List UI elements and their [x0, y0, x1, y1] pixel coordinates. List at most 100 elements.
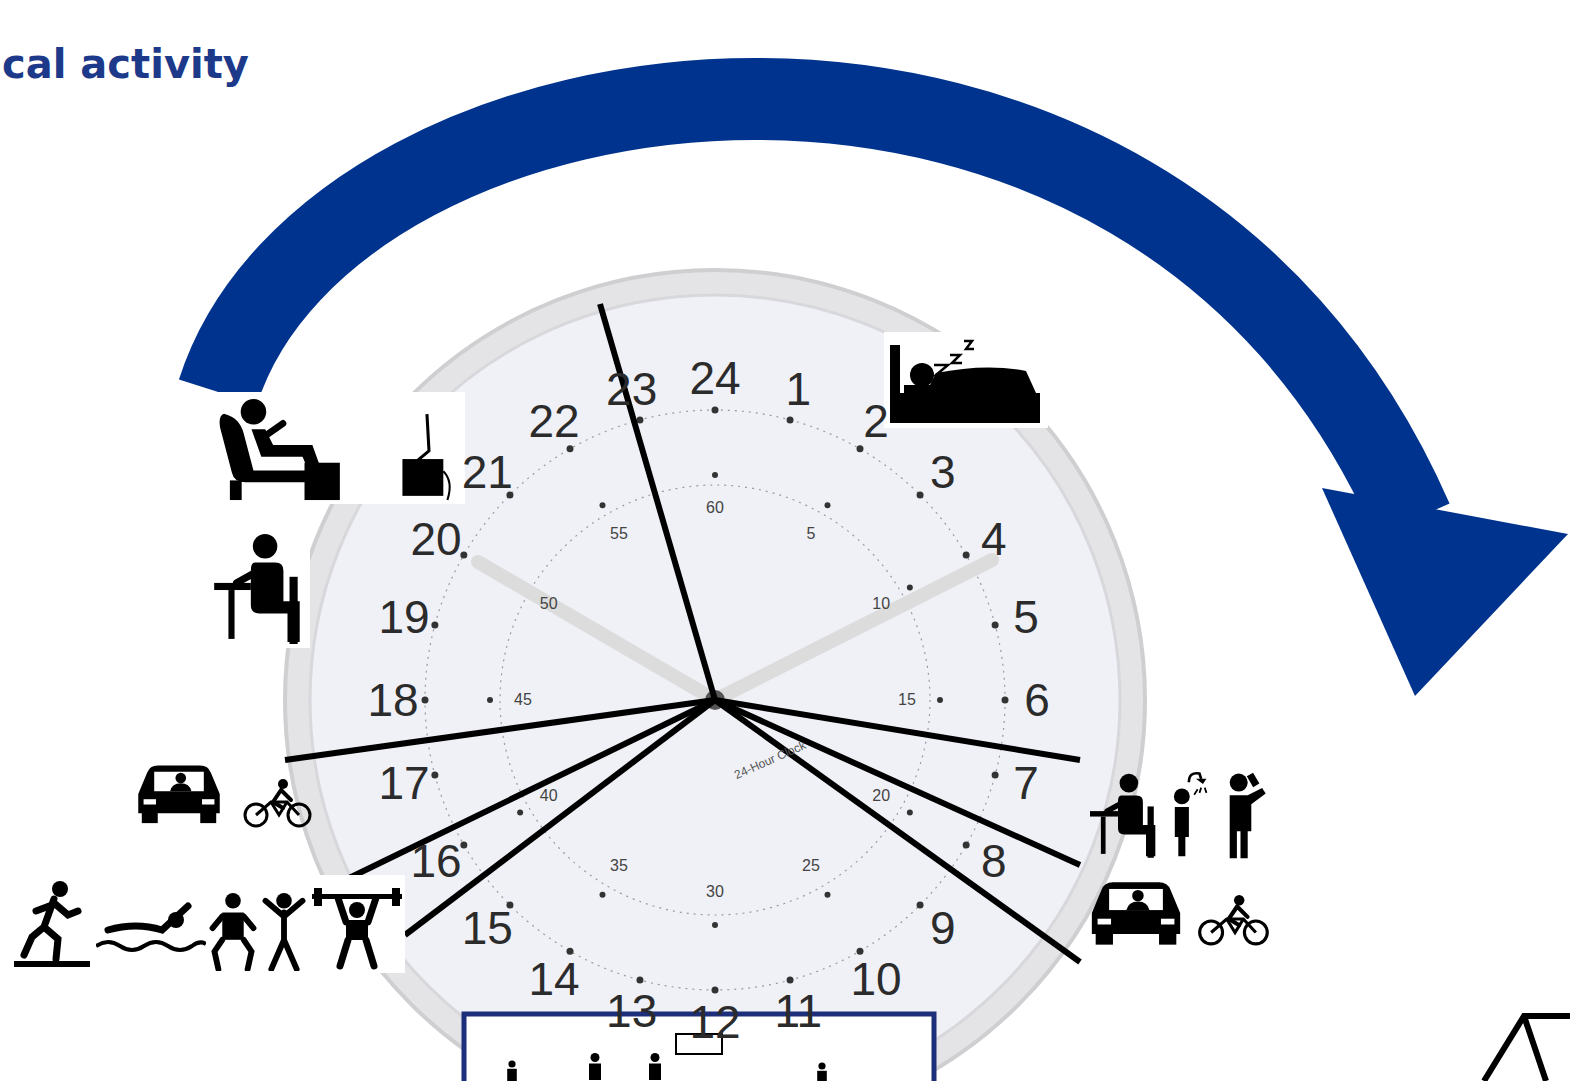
hour-dot: [431, 772, 438, 779]
box-icon: [507, 1060, 517, 1081]
hour-dot: [787, 977, 794, 984]
minute-number: 35: [610, 858, 628, 874]
icon-backdrop: [884, 332, 1048, 428]
hour-number: 1: [786, 366, 812, 412]
hour-number: 5: [1013, 594, 1039, 640]
box-icon: [817, 1062, 827, 1081]
minute-dot: [600, 502, 606, 508]
bike-icon: [1200, 895, 1268, 944]
hour-number: 11: [774, 988, 822, 1034]
minute-number: 5: [807, 526, 816, 542]
clock-rim: [285, 270, 1145, 1081]
hour-number: 21: [462, 449, 513, 495]
sleep-icon: [886, 335, 1046, 425]
hour-dot: [422, 697, 429, 704]
icon-backdrop: [10, 875, 405, 973]
minute-number: 30: [706, 884, 724, 900]
hour-dot: [712, 407, 719, 414]
hour-dot: [992, 772, 999, 779]
hour-number: 7: [1013, 760, 1039, 806]
running-icon: [14, 881, 90, 967]
minute-dot: [487, 697, 493, 703]
minute-number: 20: [872, 788, 890, 804]
hour-number: 9: [930, 905, 956, 951]
hour-number: 18: [367, 677, 418, 723]
icon-backdrop: [210, 528, 310, 648]
hour-dot: [963, 842, 970, 849]
cycle-arrow-head: [1322, 488, 1568, 696]
hour-dot: [636, 416, 643, 423]
hour-dot: [992, 621, 999, 628]
hour-number: 16: [411, 838, 462, 884]
bike-icon: [245, 779, 310, 826]
weightlifting-icon: [312, 888, 402, 966]
hour-number: 15: [462, 905, 513, 951]
minute-number: 55: [610, 526, 628, 542]
minute-dot: [712, 472, 718, 478]
minute-dot: [825, 892, 831, 898]
hour-dot: [567, 445, 574, 452]
hour-number: 8: [981, 838, 1007, 884]
minute-dot: [825, 502, 831, 508]
hour-dot: [787, 416, 794, 423]
swimming-icon: [96, 906, 206, 950]
slide-title: cal activity: [2, 44, 249, 84]
minute-number: 50: [540, 596, 558, 612]
hour-dot: [857, 948, 864, 955]
sector-line: [715, 700, 1080, 865]
car-icon: [138, 766, 219, 824]
minute-dot: [937, 697, 943, 703]
jumping-icon: [265, 893, 302, 969]
hour-dot: [857, 445, 864, 452]
hour-number: 17: [378, 760, 429, 806]
sector-line: [405, 700, 715, 935]
hour-number: 13: [606, 988, 657, 1034]
recliner-icon: [220, 399, 340, 500]
hour-number: 12: [689, 999, 740, 1045]
hour-number: 23: [606, 366, 657, 412]
hour-number: 6: [1024, 677, 1050, 723]
hour-number: 22: [528, 398, 579, 444]
minute-dot: [600, 892, 606, 898]
tv-icon: [402, 414, 449, 500]
minute-hand: [715, 560, 992, 700]
hour-number: 2: [863, 398, 889, 444]
box-icon: [649, 1053, 661, 1080]
hour-dot: [917, 902, 924, 909]
minute-number: 15: [898, 692, 916, 708]
minute-number: 60: [706, 500, 724, 516]
sector-line: [715, 700, 1080, 962]
hour-number: 14: [528, 956, 579, 1002]
hour-number: 24: [689, 355, 740, 401]
minute-dot: [712, 922, 718, 928]
partial-symbol: [1484, 1016, 1570, 1081]
minute-number: 40: [540, 788, 558, 804]
minute-dot: [907, 810, 913, 816]
hour-number: 19: [378, 594, 429, 640]
sector-line: [345, 700, 715, 880]
clock-brand: 24-Hour Clock: [733, 739, 808, 781]
hour-number: 10: [850, 956, 901, 1002]
hour-dot: [636, 977, 643, 984]
minute-dot: [907, 585, 913, 591]
minute-number: 25: [802, 858, 820, 874]
minute-number: 45: [514, 692, 532, 708]
hour-dot: [1002, 697, 1009, 704]
squat-icon: [213, 893, 254, 969]
minute-number: 10: [872, 596, 890, 612]
icon-backdrop: [210, 392, 465, 504]
minute-dot: [517, 810, 523, 816]
hour-dot: [917, 491, 924, 498]
hour-number: 4: [981, 516, 1007, 562]
drinking-icon: [1230, 773, 1266, 859]
shower-icon: [1174, 773, 1207, 856]
hour-dot: [963, 552, 970, 559]
hour-dot: [431, 621, 438, 628]
eating-icon: [214, 534, 300, 644]
hour-number: 3: [930, 449, 956, 495]
car-icon: [1092, 882, 1180, 944]
hour-dot: [567, 948, 574, 955]
hour-dot: [712, 987, 719, 994]
